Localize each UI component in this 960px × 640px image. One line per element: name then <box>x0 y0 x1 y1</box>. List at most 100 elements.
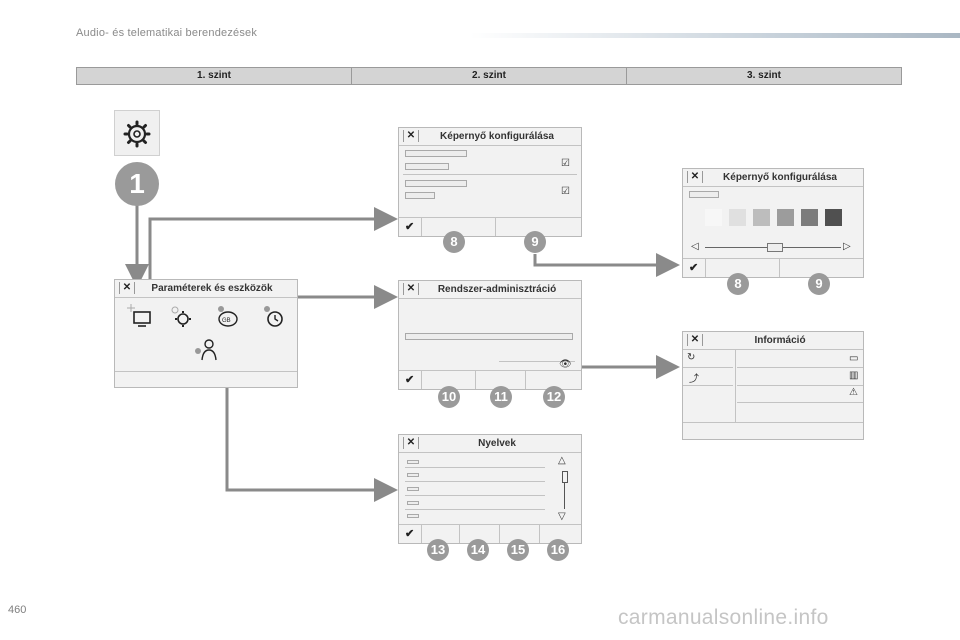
badge-11: 11 <box>490 386 512 408</box>
params-title-bar: ✕ Paraméterek és eszközök <box>115 280 297 298</box>
theme-swatch-3[interactable] <box>753 209 770 226</box>
row-divider <box>737 367 863 368</box>
footer-divider <box>399 217 581 218</box>
footer-divider <box>683 422 863 423</box>
theme-swatch-2[interactable] <box>729 209 746 226</box>
row-divider <box>737 385 863 386</box>
footer-separator <box>495 218 496 236</box>
badge-8: 8 <box>727 273 749 295</box>
footer-separator <box>539 525 540 543</box>
badge-14: 14 <box>467 539 489 561</box>
step-1-badge: 1 <box>115 162 159 206</box>
params-footer-divider <box>115 371 297 372</box>
row-divider <box>683 367 733 368</box>
option-value-bar[interactable] <box>405 163 449 170</box>
language-icon[interactable]: GB <box>213 304 243 330</box>
factory-reset-bar[interactable] <box>405 333 573 340</box>
screen-config-detail-panel: ✕ Képernyő konfigurálása ◁ ▷ ✔ <box>682 168 864 278</box>
header-rule <box>470 33 960 38</box>
confirm-button[interactable]: ✔ <box>405 528 415 540</box>
info-title: Információ <box>754 335 806 346</box>
arrow-screen-config-to-detail <box>533 253 680 277</box>
footer-separator <box>421 525 422 543</box>
language-item[interactable] <box>407 487 419 491</box>
confirm-button[interactable]: ✔ <box>689 262 699 274</box>
sysadmin-title: Rendszer-adminisztráció <box>437 284 557 295</box>
display-settings-icon[interactable] <box>125 302 155 330</box>
screen-config-panel: ✕ Képernyő konfigurálása ☑ ☑ ✔ <box>398 127 582 237</box>
settings-button[interactable] <box>114 110 160 156</box>
level-3-label: 3. szint <box>747 70 781 81</box>
language-item[interactable] <box>407 473 419 477</box>
warning-icon: ⚠ <box>849 387 858 398</box>
screen-config-title-bar: ✕ Képernyő konfigurálása <box>399 128 581 146</box>
brightness-slider-handle[interactable] <box>767 243 783 252</box>
svg-text:GB: GB <box>222 318 231 324</box>
scroll-down-icon[interactable]: ▽ <box>558 511 566 522</box>
checkbox-icon[interactable]: ☑ <box>561 158 570 169</box>
scrollbar-track[interactable] <box>564 483 565 509</box>
level-2-label: 2. szint <box>352 68 627 84</box>
confirm-button[interactable]: ✔ <box>405 374 415 386</box>
device-icon: ▭ <box>849 353 859 364</box>
theme-swatch-4[interactable] <box>777 209 794 226</box>
footer-separator <box>421 371 422 389</box>
row-divider <box>405 481 545 482</box>
footer-separator <box>525 371 526 389</box>
badge-15: 15 <box>507 539 529 561</box>
close-icon[interactable]: ✕ <box>687 334 703 346</box>
system-settings-icon[interactable] <box>169 304 197 330</box>
footer-separator <box>499 525 500 543</box>
row-divider <box>683 385 733 386</box>
params-panel: ✕ Paraméterek és eszközök GB <box>114 279 298 388</box>
column-divider <box>735 350 736 422</box>
language-item[interactable] <box>407 514 419 518</box>
option-value-bar[interactable] <box>405 192 435 199</box>
scroll-up-icon[interactable]: △ <box>558 455 566 466</box>
slider-left-icon[interactable]: ◁ <box>691 241 699 252</box>
params-title: Paraméterek és eszközök <box>151 283 273 294</box>
close-icon[interactable]: ✕ <box>403 437 419 449</box>
slider-right-icon[interactable]: ▷ <box>843 241 851 252</box>
option-label-bar <box>405 150 467 157</box>
theme-swatch-1[interactable] <box>705 209 722 226</box>
close-icon[interactable]: ✕ <box>119 282 135 294</box>
close-icon[interactable]: ✕ <box>403 130 419 142</box>
close-icon[interactable]: ✕ <box>687 171 703 183</box>
footer-separator <box>459 525 460 543</box>
footer-separator <box>475 371 476 389</box>
scrollbar-thumb[interactable] <box>562 471 568 483</box>
level-1-label: 1. szint <box>77 68 352 84</box>
theme-swatch-5[interactable] <box>801 209 818 226</box>
languages-panel: ✕ Nyelvek △ ▽ ✔ <box>398 434 582 544</box>
info-title-bar: ✕ Információ <box>683 332 863 350</box>
eye-icon[interactable]: 👁 <box>559 359 572 370</box>
badge-8: 8 <box>443 231 465 253</box>
row-divider <box>499 361 575 362</box>
clock-icon[interactable] <box>261 304 289 330</box>
footer-separator <box>421 218 422 236</box>
row-divider <box>403 174 577 175</box>
language-item[interactable] <box>407 501 419 505</box>
sysadmin-panel: ✕ Rendszer-adminisztráció 👁 ✔ <box>398 280 582 390</box>
user-help-icon[interactable] <box>191 336 221 364</box>
gear-icon <box>123 120 151 148</box>
theme-swatch-6[interactable] <box>825 209 842 226</box>
badge-10: 10 <box>438 386 460 408</box>
watermark: carmanualsonline.info <box>618 606 829 629</box>
screen-config-detail-title: Képernyő konfigurálása <box>723 172 837 183</box>
languages-title: Nyelvek <box>478 438 516 449</box>
footer-separator <box>705 259 706 277</box>
close-icon[interactable]: ✕ <box>403 283 419 295</box>
memory-icon: ▥ <box>849 370 859 381</box>
checkbox-icon[interactable]: ☑ <box>561 186 570 197</box>
page-header-title: Audio- és telematikai berendezések <box>76 27 258 39</box>
confirm-button[interactable]: ✔ <box>405 221 415 233</box>
languages-title-bar: ✕ Nyelvek <box>399 435 581 453</box>
language-item[interactable] <box>407 460 419 464</box>
footer-divider <box>683 258 863 259</box>
footer-divider <box>399 524 581 525</box>
update-icon[interactable]: ↻ <box>687 352 696 363</box>
option-label-bar <box>689 191 719 198</box>
export-icon[interactable]: ⤴ <box>689 374 699 385</box>
